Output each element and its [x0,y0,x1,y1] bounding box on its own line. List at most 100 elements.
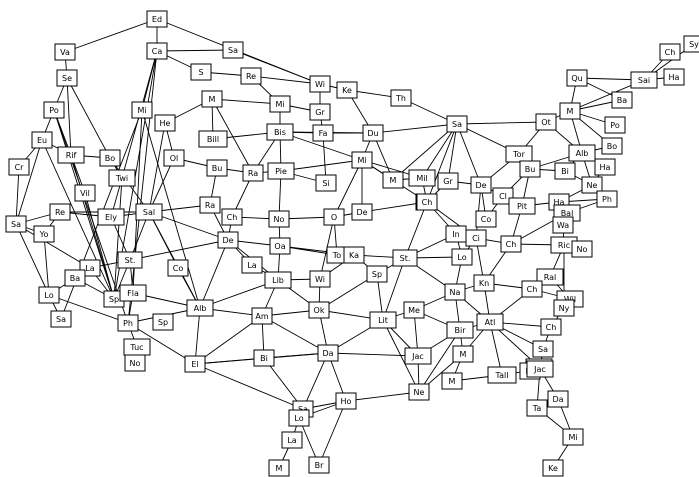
graph-node: Gr [437,172,459,190]
node-box [206,159,228,177]
node-label: Mil [416,174,427,183]
graph-node: Lit [369,311,397,329]
node-box [403,301,425,319]
graph-edge [15,166,20,225]
node-label: Bi [260,354,268,363]
graph-node: Sai [630,71,658,89]
node-box [184,355,206,373]
graph-edge [382,319,420,393]
node-box [268,459,290,477]
graph-edge [372,123,458,134]
graph-node: La [241,256,263,274]
node-box [217,231,239,249]
node-label: Fla [127,289,139,298]
graph-edge [64,18,158,53]
node-label: Ed [152,15,162,24]
node-box [392,249,418,267]
graph-node: Si [315,174,337,192]
node-box [190,63,212,81]
node-box [264,271,292,289]
graph-node: El [184,355,206,373]
graph-node: Lib [264,271,292,289]
node-box [351,151,373,169]
graph-edge [447,123,458,182]
node-label: Ra [205,201,215,210]
node-label: Jac [411,352,424,361]
node-box [267,162,295,180]
node-box [281,431,303,449]
graph-node: Cl [492,187,514,205]
graph-edge [250,75,321,85]
graph-edge [194,363,304,410]
node-box [199,196,221,214]
node-box [117,314,139,332]
graph-node: Ra [242,164,264,182]
graph-node: La [281,431,303,449]
node-box [351,203,373,221]
node-label: Ph [602,195,612,204]
graph-node: Bi [253,349,275,367]
graph-node: No [571,240,593,258]
node-box [335,392,357,410]
node-label: Mi [137,106,146,115]
node-box [343,246,365,264]
graph-node: Co [475,210,497,228]
node-box [552,216,574,234]
graph-node: Re [240,67,262,85]
node-box [163,149,185,167]
node-label: St. [125,256,136,265]
node-label: Yo [39,230,49,239]
node-label: Ke [548,464,558,473]
node-box [253,349,275,367]
graph-node: Ric [550,236,578,254]
node-label: Mi [568,433,577,442]
node-label: Vil [80,189,90,198]
node-label: Bal [561,209,574,218]
node-box [309,75,331,93]
node-label: Atl [485,318,496,327]
node-label: Se [62,74,72,83]
node-box [390,89,412,107]
node-label: Ne [587,181,598,190]
node-label: Po [610,121,620,130]
graph-node: Ch [659,43,681,61]
graph-node: Sy [683,35,699,53]
node-label: De [356,208,367,217]
node-box [505,145,533,163]
node-box [317,344,339,362]
node-label: Ba [617,96,627,105]
graph-node: Ny [553,299,575,317]
node-label: Sai [638,76,650,85]
node-box [446,115,468,133]
node-label: Ca [152,47,163,56]
graph-node: No [124,354,146,372]
graph-node: Lo [451,248,473,266]
graph-edge [489,321,503,376]
node-box [108,169,136,187]
node-label: Jac [533,365,546,374]
graph-edge [302,352,329,410]
node-box [611,91,633,109]
node-box [465,229,487,247]
graph-edge [333,159,363,218]
node-label: La [85,264,94,273]
node-box [251,307,273,325]
node-box [54,43,76,61]
graph-node: Ha [594,158,616,176]
graph-node: St. [392,249,418,267]
graph-edge [426,123,458,203]
graph-edge [318,400,347,466]
graph-edge [211,98,281,105]
node-box [242,164,264,182]
node-box [266,123,294,141]
node-label: Twi [115,174,128,183]
node-box [601,137,623,155]
graph-node: Sa [446,115,468,133]
graph-node: M [441,372,463,390]
node-label: Eu [37,136,47,145]
node-box [152,313,174,331]
graph-node: Alb [186,299,214,317]
graph-node: Ci [465,229,487,247]
node-label: Ely [105,213,117,222]
